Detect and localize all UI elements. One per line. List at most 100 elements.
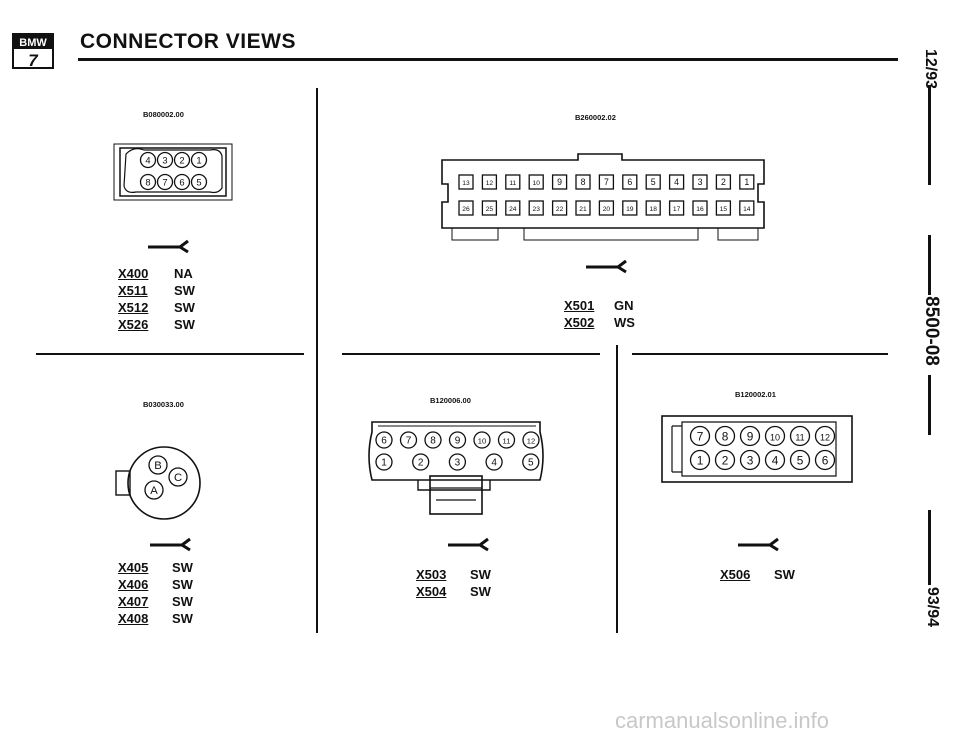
pin-socket — [375, 453, 393, 471]
pin-socket — [668, 174, 685, 190]
date-label: 12/93 — [921, 48, 939, 90]
pin-socket — [481, 174, 498, 190]
pin-label: 19 — [626, 206, 634, 213]
pin-socket — [528, 200, 544, 216]
pin-socket — [522, 453, 540, 471]
pin-socket — [505, 174, 521, 190]
mating-direction-arrow — [150, 537, 191, 552]
connector-id: X506 — [720, 567, 751, 582]
pin-label: 3 — [698, 177, 703, 187]
pin-socket — [575, 200, 591, 216]
pin-label: 1 — [697, 453, 704, 467]
pin-label: 12 — [486, 180, 494, 187]
pin-socket — [497, 431, 516, 449]
pin-label: 3 — [747, 453, 754, 467]
pin-label: 3 — [455, 458, 461, 469]
pin-socket — [144, 480, 164, 500]
pin-socket — [528, 174, 544, 190]
wire-color: SW — [172, 560, 193, 575]
pin-label: 24 — [509, 206, 517, 213]
connector-3pin-round-diagram: BCA — [115, 446, 201, 520]
mating-direction-arrow — [148, 239, 189, 254]
connector-id: X501 — [564, 298, 595, 313]
model-year-label: 93/94 — [923, 586, 941, 628]
pin-socket — [448, 431, 467, 449]
wire-color: WS — [614, 315, 635, 330]
pin-label: 6 — [381, 436, 387, 447]
divider-horizontal-mid — [342, 353, 600, 355]
pin-socket — [485, 453, 503, 471]
pin-socket — [448, 453, 467, 471]
pin-label: 7 — [162, 177, 167, 187]
pin-socket — [739, 200, 755, 216]
pin-socket — [764, 449, 786, 471]
pin-socket — [714, 425, 736, 447]
wire-color: SW — [174, 300, 195, 315]
pin-label: 20 — [603, 206, 611, 213]
pin-label: 25 — [486, 206, 494, 213]
connector-id: X504 — [416, 584, 447, 599]
mating-direction-arrow — [738, 537, 779, 552]
side-rule-4 — [928, 510, 931, 585]
pin-socket — [715, 174, 732, 190]
pin-socket — [789, 425, 811, 447]
pin-socket — [190, 151, 208, 169]
page-title: CONNECTOR VIEWS — [80, 30, 296, 53]
divider-vertical-left — [316, 88, 318, 633]
pin-socket — [424, 431, 442, 449]
pin-label: 5 — [196, 177, 201, 187]
pin-socket — [622, 174, 638, 190]
pin-label: 9 — [557, 177, 562, 187]
pin-label: 6 — [627, 177, 632, 187]
connector-id: X400 — [118, 266, 149, 281]
connector-id: X407 — [118, 594, 149, 609]
pin-socket — [789, 449, 811, 471]
connector-id: X406 — [118, 577, 149, 592]
pin-label: 2 — [418, 458, 424, 469]
pin-socket — [715, 200, 732, 216]
pin-label: 4 — [145, 155, 150, 165]
connector-id: X511 — [118, 283, 148, 298]
pin-socket — [814, 449, 836, 471]
pin-socket — [139, 151, 157, 169]
wire-color: SW — [172, 577, 193, 592]
connector-id: X503 — [416, 567, 447, 582]
pin-socket — [739, 425, 761, 447]
pin-label: 8 — [581, 177, 586, 187]
pin-socket — [458, 200, 474, 216]
pin-socket — [714, 449, 736, 471]
pin-label: 1 — [381, 458, 387, 469]
connector-id: X408 — [118, 611, 149, 626]
divider-horizontal-left — [36, 353, 304, 355]
wire-color: SW — [172, 594, 193, 609]
pin-label: 10 — [533, 180, 541, 187]
pin-socket — [173, 151, 191, 169]
header-rule — [78, 58, 898, 61]
pin-socket — [551, 174, 568, 190]
pin-socket — [168, 467, 188, 487]
pin-label: 4 — [772, 453, 779, 467]
pin-socket — [458, 174, 474, 190]
pin-label: 17 — [673, 206, 681, 213]
side-rule-1 — [928, 85, 931, 185]
pin-label: 7 — [697, 429, 704, 443]
pin-socket — [399, 431, 418, 449]
pin-label: 2 — [179, 155, 184, 165]
pin-label: 2 — [722, 453, 729, 467]
wire-color: SW — [774, 567, 795, 582]
pin-socket — [814, 425, 836, 447]
pin-socket — [764, 425, 786, 447]
pin-socket — [622, 200, 638, 216]
side-rule-3 — [928, 375, 931, 435]
wire-color: SW — [172, 611, 193, 626]
pin-socket — [481, 200, 498, 216]
pin-socket — [156, 151, 174, 169]
pin-label: 7 — [604, 177, 609, 187]
wire-color: NA — [174, 266, 193, 281]
pin-label: 8 — [145, 177, 150, 187]
pin-label: 10 — [770, 432, 780, 442]
pin-socket — [139, 173, 157, 191]
pin-socket — [692, 200, 708, 216]
pin-socket — [668, 200, 685, 216]
